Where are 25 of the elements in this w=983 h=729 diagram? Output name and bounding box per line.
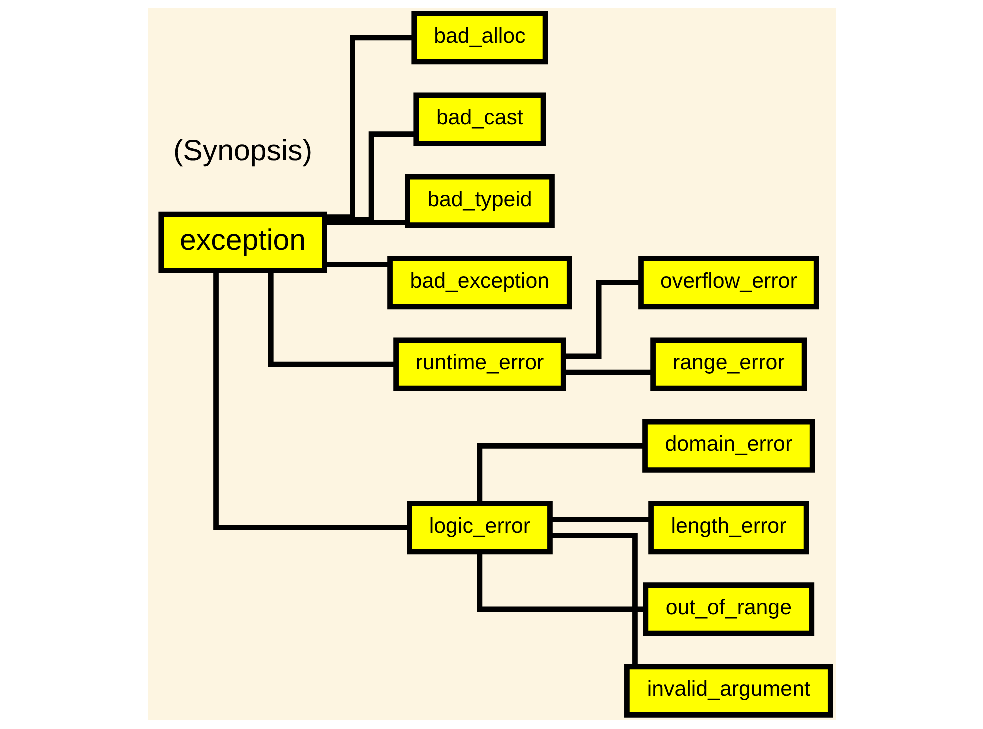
connector [476,552,646,612]
node-box: exception [158,212,327,274]
label: (Synopsis) [173,134,312,168]
node-box: runtime_error [393,338,566,392]
connector [324,220,407,226]
node-box: range_error [650,338,807,392]
connector [213,271,410,530]
connector [268,270,396,368]
connector [324,35,414,220]
node-box: bad_alloc [411,11,548,65]
connector [563,370,653,376]
node-box: bad_cast [413,92,546,146]
node-box: length_error [648,501,809,555]
node-box: logic_error [406,501,552,555]
connector [550,517,651,522]
connector [563,280,641,360]
node-box: out_of_range [642,582,814,636]
node-box: bad_exception [387,256,572,310]
connector [550,533,638,667]
node-box: overflow_error [638,256,819,310]
node-box: domain_error [642,419,815,473]
connector [324,262,390,268]
connector [476,443,644,504]
node-box: bad_typeid [404,174,554,228]
node-box: invalid_argument [624,664,833,718]
